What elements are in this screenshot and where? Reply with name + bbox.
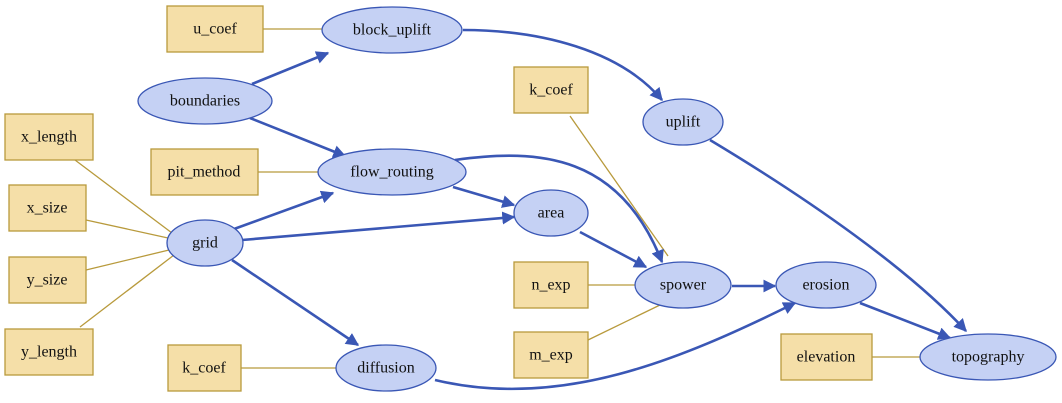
node-box [150,148,259,196]
input-edges [74,28,924,369]
edge-grid-to-flow-routing [233,190,335,231]
node-box [4,328,94,376]
edge-flow-routing-to-area [452,185,516,208]
edge-erosion-to-topography [859,301,952,340]
node-box [167,344,242,392]
node-box [513,331,589,379]
node-k-coef-diffusion[interactable]: k_coef [167,344,242,392]
edge-k-coef-to-spower [569,115,669,257]
node-label: k_coef [182,360,226,377]
edge-x-length-to-grid [74,159,173,234]
node-m-exp[interactable]: m_exp [513,331,589,379]
node-erosion[interactable]: erosion [775,261,877,309]
node-label: m_exp [529,347,573,364]
node-ellipse [634,261,732,309]
node-box [513,261,589,309]
node-label: k_coef [529,82,573,99]
edge-flow-routing-to-spower [454,154,664,264]
node-elevation[interactable]: elevation [780,333,873,381]
process-nodes: block_uplift boundaries uplift flow_rout… [137,6,1057,392]
node-label: x_size [27,200,68,217]
node-label: n_exp [531,277,570,294]
node-ellipse [775,261,877,309]
node-grid[interactable]: grid [166,219,244,267]
node-ellipse [335,344,437,392]
node-ellipse [919,333,1057,381]
node-label: block_uplift [353,22,432,39]
node-y-size[interactable]: y_size [8,256,87,304]
node-x-length[interactable]: x_length [4,113,94,161]
node-y-length[interactable]: y_length [4,328,94,376]
node-boundaries[interactable]: boundaries [137,77,273,125]
node-label: elevation [797,349,856,366]
node-box [8,184,87,232]
edge-diffusion-to-erosion [434,301,797,391]
node-ellipse [317,148,467,196]
node-label: y_length [21,344,77,361]
node-label: x_length [21,129,77,146]
edge-y-length-to-grid [79,254,175,328]
node-ellipse [166,219,244,267]
node-label: diffusion [357,360,414,377]
edge-uplift-to-topography [709,138,967,332]
node-uplift[interactable]: uplift [642,98,724,146]
node-ellipse [321,6,463,54]
node-pit-method[interactable]: pit_method [150,148,259,196]
node-topography[interactable]: topography [919,333,1057,381]
edge-grid-to-diffusion [231,258,360,347]
edge-grid-to-area [241,211,516,242]
edge-boundaries-to-flow-routing [249,116,347,158]
node-label: y_size [27,272,68,289]
node-ellipse [137,77,273,125]
node-flow-routing[interactable]: flow_routing [317,148,467,196]
node-spower[interactable]: spower [634,261,732,309]
node-n-exp[interactable]: n_exp [513,261,589,309]
edge-boundaries-to-block-uplift [251,51,330,86]
node-label: uplift [666,114,701,131]
node-box [4,113,94,161]
dependency-edges [231,28,967,391]
node-label: u_coef [193,21,237,38]
node-ellipse [642,98,724,146]
node-u-coef[interactable]: u_coef [166,5,264,53]
node-x-size[interactable]: x_size [8,184,87,232]
node-label: area [538,205,565,222]
node-box [513,66,589,114]
edge-m-exp-to-spower [587,304,661,341]
node-label: grid [192,235,218,252]
node-label: boundaries [170,93,240,110]
node-box [8,256,87,304]
node-label: pit_method [168,164,241,181]
edge-y-size-to-grid [85,249,170,271]
node-ellipse [513,189,589,237]
node-label: spower [660,277,707,294]
node-box [780,333,873,381]
node-block-uplift[interactable]: block_uplift [321,6,463,54]
node-label: topography [952,349,1025,366]
node-label: flow_routing [350,164,434,181]
node-area[interactable]: area [513,189,589,237]
node-box [166,5,264,53]
edge-block-uplift-to-uplift [462,28,663,101]
edge-area-to-spower [579,230,648,269]
node-k-coef-spower[interactable]: k_coef [513,66,589,114]
edge-x-size-to-grid [85,219,169,239]
variable-nodes: u_coef x_length x_size y_size y_length p… [4,5,873,392]
node-diffusion[interactable]: diffusion [335,344,437,392]
node-label: erosion [802,277,849,294]
